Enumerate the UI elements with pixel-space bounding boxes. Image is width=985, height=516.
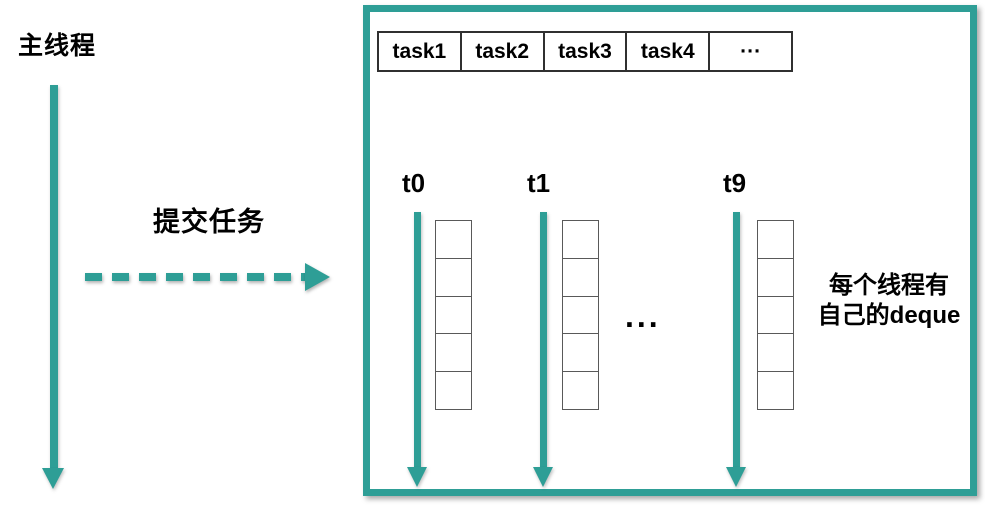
- deque-cell: [436, 371, 471, 409]
- deque-stack-t9: [757, 220, 794, 410]
- submit-task-dashed-arrow-shaft: [85, 273, 305, 281]
- threads-ellipsis: ...: [625, 298, 661, 334]
- deque-cell: [563, 333, 598, 371]
- deque-note: 每个线程有 自己的deque: [800, 271, 978, 331]
- main-thread-label: 主线程: [18, 32, 97, 60]
- task-queue-cell: task2: [462, 33, 545, 70]
- deque-note-line2: 自己的deque: [817, 302, 961, 329]
- deque-cell: [563, 371, 598, 409]
- task-queue-cell: task4: [627, 33, 711, 70]
- deque-cell: [758, 333, 793, 371]
- deque-cell: [758, 257, 793, 296]
- thread-t0-arrow-shaft: [414, 212, 421, 467]
- submit-task-label: 提交任务: [153, 207, 265, 237]
- task-queue-cell: task1: [379, 33, 462, 70]
- thread-label-t1: t1: [527, 168, 551, 198]
- deque-cell: [563, 295, 598, 334]
- deque-cell: [563, 257, 598, 296]
- thread-label-t9: t9: [723, 168, 747, 198]
- thread-t1-arrow-down-icon: [533, 467, 553, 487]
- deque-cell: [758, 221, 793, 258]
- thread-label-t0: t0: [402, 168, 426, 198]
- deque-cell: [436, 295, 471, 334]
- submit-task-arrow-right-icon: [305, 263, 330, 291]
- deque-stack-t1: [562, 220, 599, 410]
- deque-cell: [436, 257, 471, 296]
- deque-cell: [758, 371, 793, 409]
- deque-cell: [563, 221, 598, 258]
- main-thread-arrow-down-icon: [42, 468, 64, 489]
- thread-t1-arrow-shaft: [540, 212, 547, 467]
- thread-t0-arrow-down-icon: [407, 467, 427, 487]
- main-thread-arrow-shaft: [50, 85, 58, 468]
- thread-t9-arrow-down-icon: [726, 467, 746, 487]
- task-queue-cell: task3: [545, 33, 628, 70]
- task-queue-cell-ellipsis: ···: [740, 39, 762, 63]
- deque-cell: [436, 333, 471, 371]
- deque-cell: [758, 295, 793, 334]
- deque-stack-t0: [435, 220, 472, 410]
- thread-t9-arrow-shaft: [733, 212, 740, 467]
- task-queue-table: task1 task2 task3 task4 ···: [377, 31, 793, 72]
- deque-note-line1: 每个线程有: [829, 272, 949, 299]
- deque-cell: [436, 221, 471, 258]
